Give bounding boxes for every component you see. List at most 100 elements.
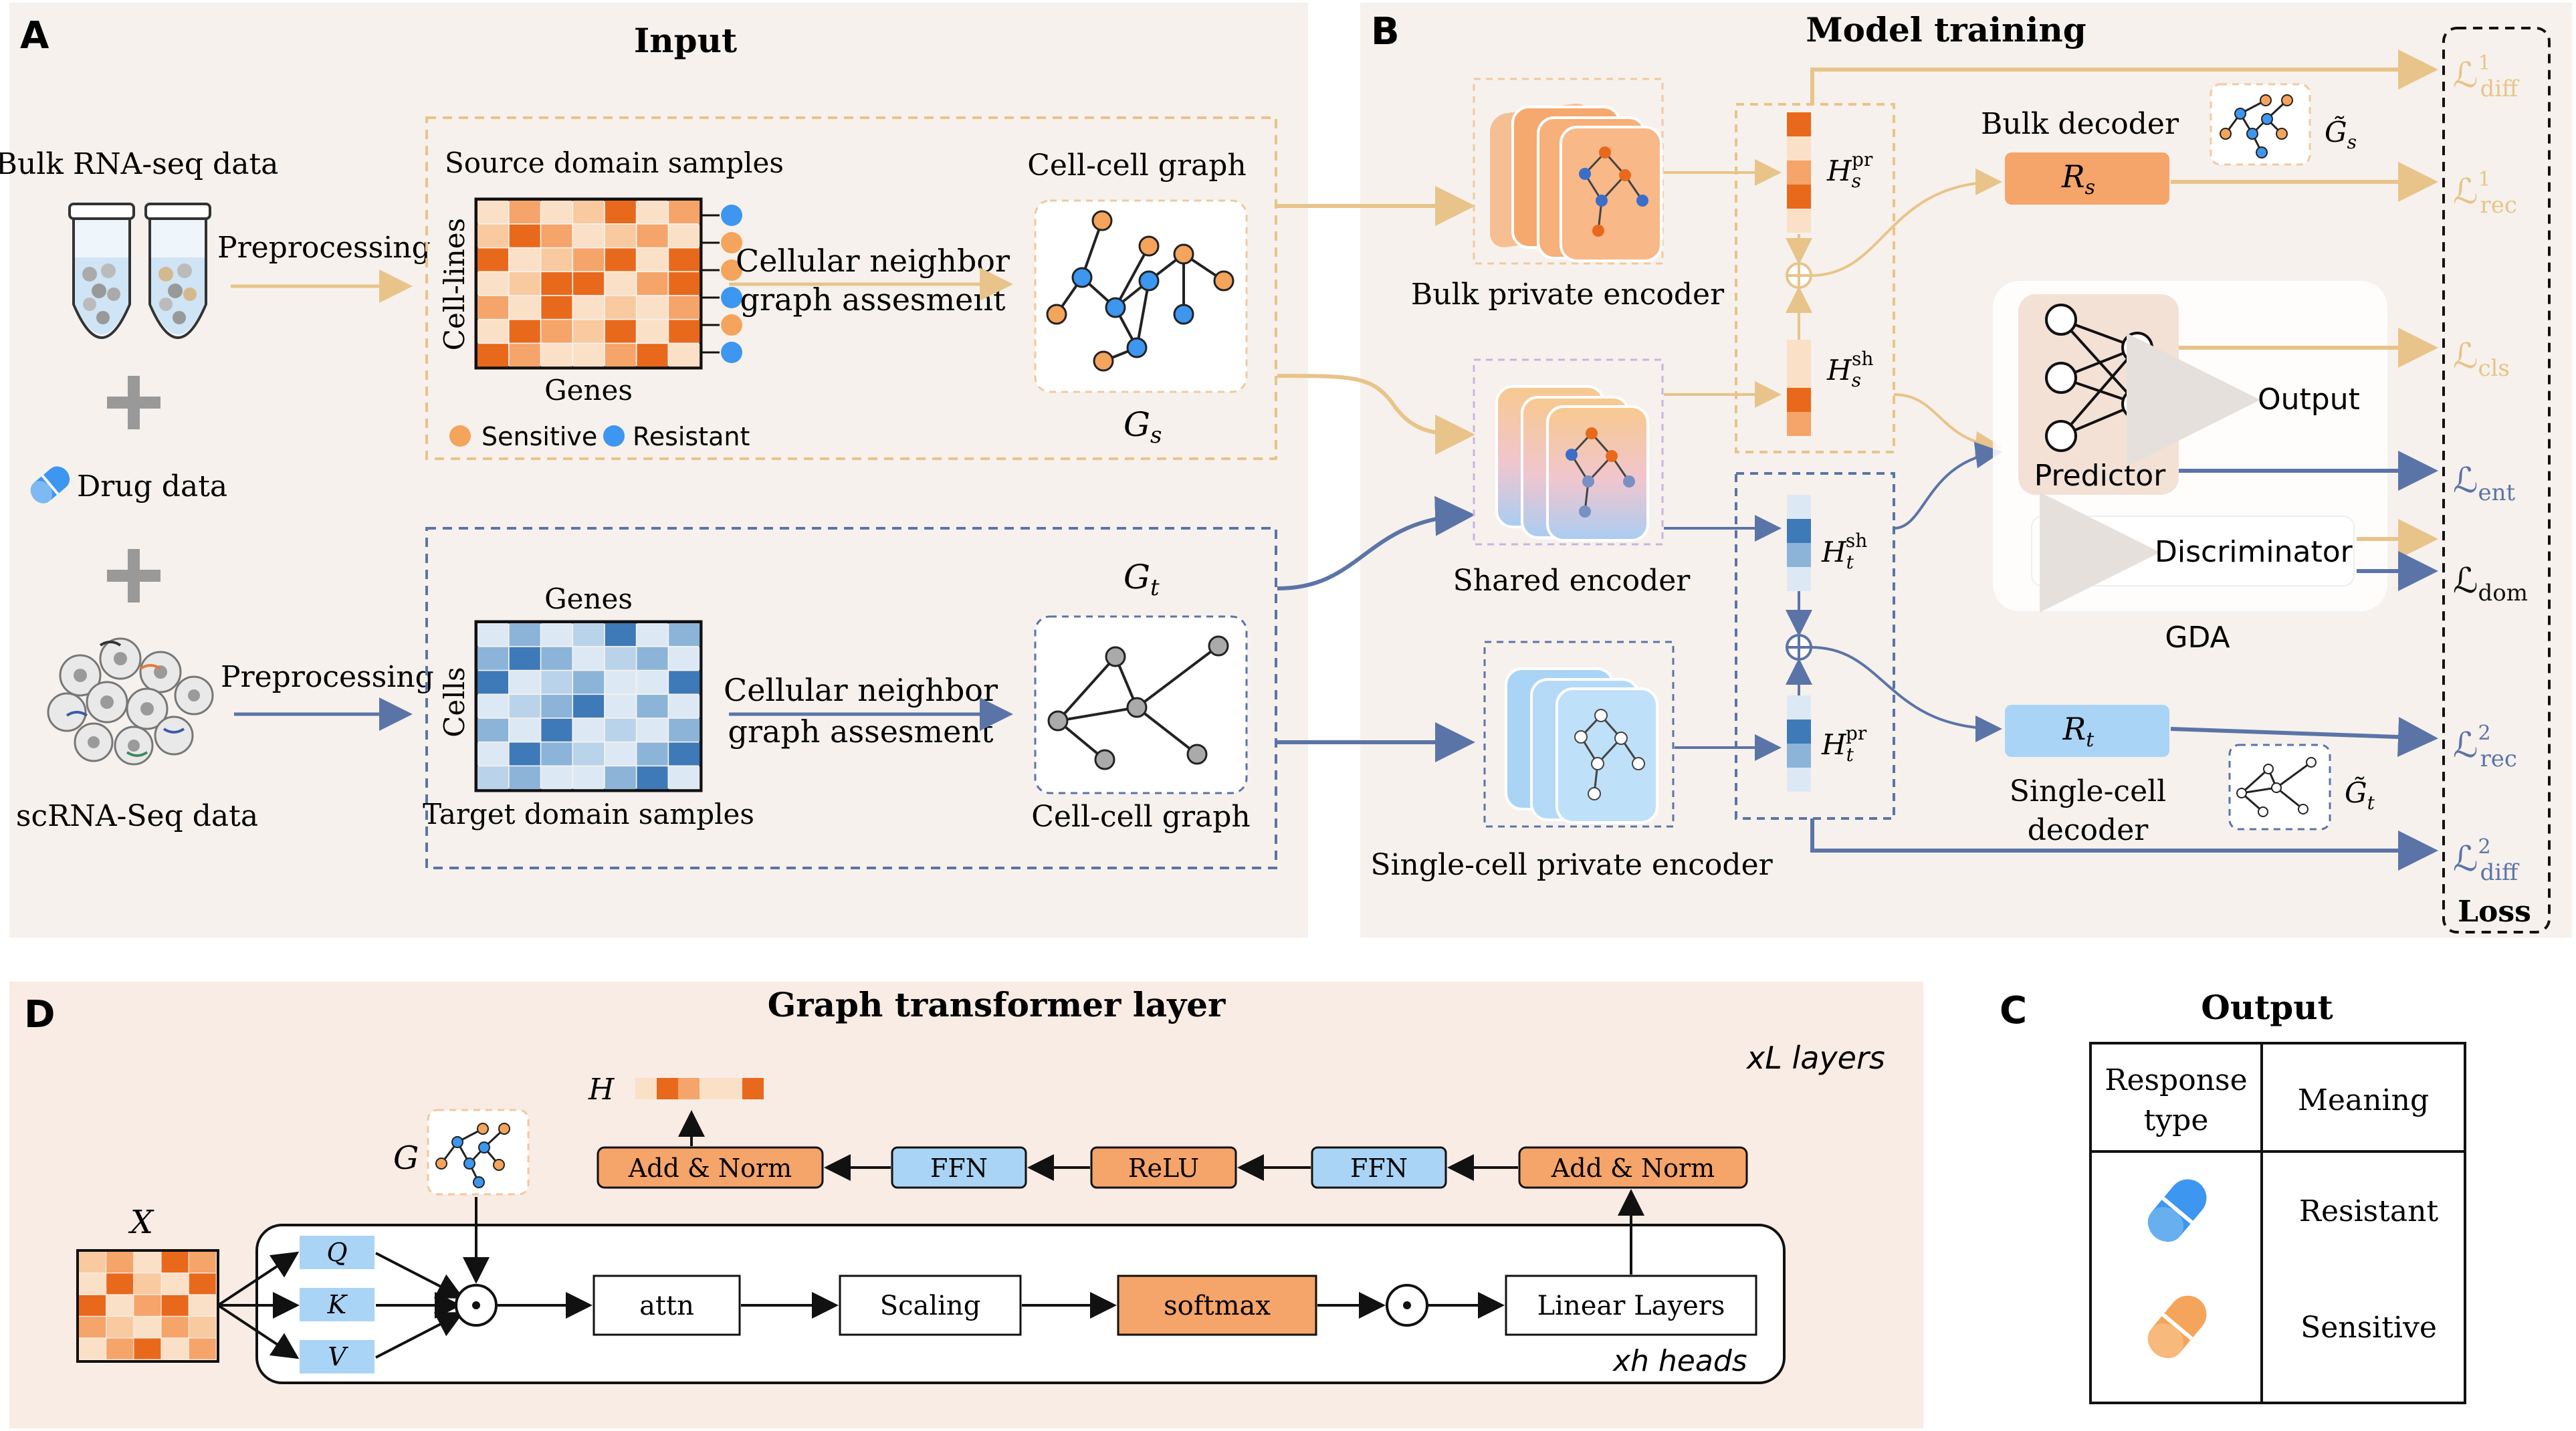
heatmap-cell xyxy=(669,695,700,718)
heatmap-cell xyxy=(605,272,636,296)
heatmap-cell xyxy=(669,248,700,271)
arrow-gs-shared-encoder xyxy=(1277,374,1475,455)
heatmap-cell xyxy=(573,718,605,742)
panel-d-letter: D xyxy=(24,993,55,1036)
heatmap-cell xyxy=(477,201,508,223)
matrix-cell xyxy=(161,1295,189,1316)
heatmap-cell xyxy=(669,320,700,343)
svg-text:K: K xyxy=(327,1290,348,1319)
plus-icon xyxy=(107,549,160,602)
heatmap-cell xyxy=(477,623,508,646)
resistant-legend-dot xyxy=(603,425,625,447)
bulk-rna-label: Bulk RNA-seq data xyxy=(0,147,278,181)
heatmap-cell xyxy=(541,296,572,319)
sensitive-legend-label: Sensitive xyxy=(481,422,597,451)
matrix-cell xyxy=(134,1317,161,1338)
heatmap-cell xyxy=(509,671,540,694)
heatmap-cell xyxy=(573,296,605,319)
heatmap-cell xyxy=(541,671,572,694)
svg-text:Rs: Rs xyxy=(2061,158,2095,199)
matrix-cell xyxy=(134,1295,161,1316)
svg-text:Linear Layers: Linear Layers xyxy=(1537,1291,1725,1321)
grl-label: GRL xyxy=(2044,535,2104,569)
heatmap-cell xyxy=(637,296,668,319)
heatmap-cell xyxy=(573,695,605,718)
heatmap-cell xyxy=(541,623,572,646)
heatmap-cell xyxy=(605,320,636,343)
matrix-cell xyxy=(106,1273,134,1295)
panel-c-letter: C xyxy=(2000,989,2027,1032)
test-tube-icon xyxy=(68,203,211,339)
sc-decoder-box: Rt xyxy=(2005,705,2169,757)
heatmap-cell xyxy=(637,742,668,766)
ht-shared-vector xyxy=(1787,495,1811,591)
ht-private-vector xyxy=(1787,695,1811,792)
arrow-rec2 xyxy=(2170,717,2438,758)
arrow-sum-sc-decoder xyxy=(1810,646,2002,742)
source-cell-graph xyxy=(1034,199,1248,393)
heatmap-cell xyxy=(637,718,668,742)
ht-sh-symbol: Htsh xyxy=(1821,530,1867,573)
heatmap-cell xyxy=(573,320,605,343)
q-box: Q xyxy=(300,1236,374,1269)
source-label-dots xyxy=(701,205,742,363)
drug-pill-icon xyxy=(30,466,70,504)
matrix-cell xyxy=(79,1338,106,1359)
h-output-symbol: H xyxy=(588,1073,615,1107)
cell-lines-label: Cell-lines xyxy=(438,218,471,350)
matrix-cell xyxy=(106,1338,134,1359)
heatmap-cell xyxy=(477,344,508,367)
heatmap-cell xyxy=(477,320,508,343)
heatmap-cell xyxy=(573,623,605,646)
svg-text:Rt: Rt xyxy=(2062,711,2095,752)
heatmap-cell xyxy=(605,201,636,223)
source-samples-label: Source domain samples xyxy=(445,146,784,179)
svg-text:FFN: FFN xyxy=(930,1153,988,1183)
heatmap-cell xyxy=(669,344,700,367)
heatmap-cell xyxy=(573,766,605,790)
neighbor-label-source-2: graph assesment xyxy=(740,282,1006,318)
neighbor-label-target-1: Cellular neighbor xyxy=(724,672,998,708)
matrix-cell xyxy=(161,1273,189,1295)
arrow-q-dot xyxy=(375,1252,464,1299)
matrix-cell xyxy=(134,1252,161,1273)
g-symbol: G xyxy=(393,1139,419,1177)
heatmap-cell xyxy=(477,766,508,790)
g-graph-icon xyxy=(427,1109,530,1196)
heatmap-cell xyxy=(637,320,668,343)
heatmap-cell xyxy=(509,718,540,742)
svg-text:V: V xyxy=(328,1342,348,1371)
table-row-resistant: Resistant xyxy=(2299,1194,2439,1228)
reconstructed-source-graph xyxy=(2210,83,2311,166)
table-header-meaning: Meaning xyxy=(2298,1083,2429,1117)
heatmap-cell xyxy=(573,742,605,766)
target-domain-box xyxy=(425,527,1277,869)
table-row-sensitive: Sensitive xyxy=(2300,1311,2437,1345)
heatmap-cell xyxy=(637,272,668,296)
heatmap-cell xyxy=(509,320,540,343)
heatmap-cell xyxy=(605,718,636,742)
table-header-response-2: type xyxy=(2144,1103,2209,1137)
gt-symbol: Gt xyxy=(1123,558,1160,601)
cell-graph-label-source: Cell-cell graph xyxy=(1027,148,1246,183)
k-box: K xyxy=(300,1288,374,1321)
panel-a-letter: A xyxy=(20,14,49,58)
heatmap-cell xyxy=(669,224,700,247)
heatmap-cell xyxy=(477,742,508,766)
heatmap-cell xyxy=(669,623,700,646)
heatmap-cell xyxy=(509,296,540,319)
gs-tilde-symbol: G̃s xyxy=(2325,115,2357,153)
heatmap-cell xyxy=(477,647,508,670)
arrow-gt-shared-encoder xyxy=(1277,496,1475,590)
matrix-cell xyxy=(134,1273,161,1295)
arrow-ht-predictor xyxy=(1893,441,2002,530)
add-norm-box-right: Add & Norm xyxy=(1518,1146,1748,1189)
heatmap-cell xyxy=(669,647,700,670)
heatmap-cell xyxy=(605,248,636,271)
label-dot xyxy=(721,287,742,308)
target-heatmap xyxy=(474,620,703,792)
heatmap-cell xyxy=(573,272,605,296)
